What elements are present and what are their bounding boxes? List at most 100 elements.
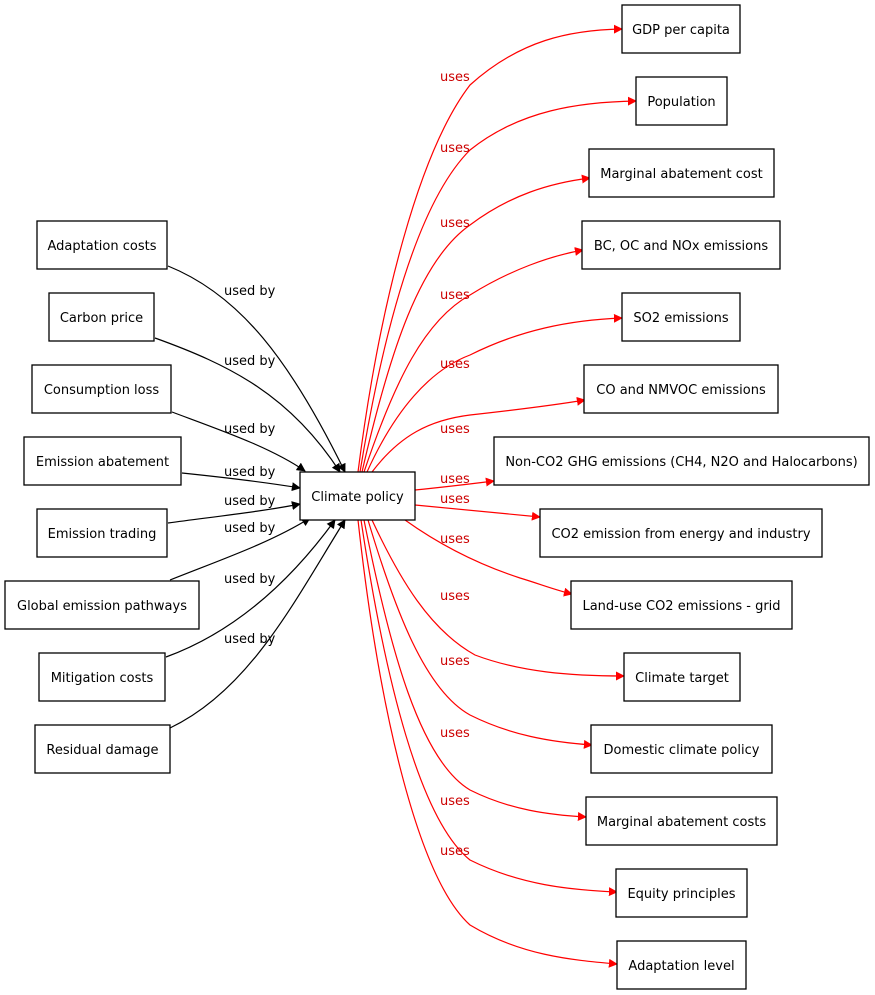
node-box (4, 580, 200, 630)
node-label: GDP per capita (632, 23, 730, 38)
node-label: BC, OC and NOx emissions (594, 239, 768, 254)
edge-label: used by (224, 521, 276, 536)
edge-so2 (366, 313, 623, 473)
edge-label: used by (224, 465, 276, 480)
node-label: Global emission pathways (17, 599, 187, 614)
node-label: Marginal abatement cost (600, 167, 763, 182)
node-label: Carbon price (60, 311, 143, 326)
edge-label: uses (440, 726, 470, 741)
node-label: SO2 emissions (633, 311, 729, 326)
node-box (539, 508, 823, 558)
node-box (635, 76, 728, 126)
edge-marginal-abatement-cost (361, 174, 591, 473)
edge-non-co2-ghg (414, 477, 495, 491)
node-climate-policy: Climate policy (299, 471, 416, 521)
edge-bc-oc-nox (363, 247, 584, 473)
node-box (585, 796, 778, 846)
edge-label: uses (440, 794, 470, 809)
edge-labels: used by used by used by used by used by used … (224, 70, 470, 859)
edge-label: used by (224, 494, 276, 509)
uses-edges (357, 24, 637, 968)
edge-label: uses (440, 70, 470, 85)
node-consumption-loss: Consumption loss (31, 364, 172, 414)
edge-label: uses (440, 844, 470, 859)
edge-adaptation-costs (167, 265, 346, 473)
edge-residual-damage (169, 519, 346, 729)
edge-equity-principles (360, 519, 618, 897)
edge-label: used by (224, 422, 276, 437)
node-adaptation-costs: Adaptation costs (36, 220, 168, 270)
node-label: Equity principles (627, 887, 735, 902)
node-label: Mitigation costs (51, 671, 154, 686)
edge-label: uses (440, 141, 470, 156)
node-box (621, 292, 741, 342)
node-label: Population (647, 95, 715, 110)
node-box (588, 148, 775, 198)
node-box (23, 436, 182, 486)
node-box (493, 436, 870, 486)
node-box (621, 4, 741, 54)
node-bc-oc-and-nox-emissions: BC, OC and NOx emissions (581, 220, 781, 270)
node-box (581, 220, 781, 270)
node-emission-abatement: Emission abatement (23, 436, 182, 486)
node-marginal-abatement-cost: Marginal abatement cost (588, 148, 775, 198)
node-box (31, 364, 172, 414)
node-climate-target: Climate target (623, 652, 741, 702)
edge-emission-abatement (181, 472, 301, 492)
node-carbon-price: Carbon price (48, 292, 155, 342)
node-box (623, 652, 741, 702)
node-label: Climate target (635, 671, 729, 686)
edge-marginal-abatement-costs (363, 519, 587, 822)
node-so2-emissions: SO2 emissions (621, 292, 741, 342)
node-adaptation-level: Adaptation level (616, 940, 747, 990)
edge-label: uses (440, 357, 470, 372)
node-label: Emission trading (48, 527, 157, 542)
edge-global-emission-pathways (169, 517, 311, 581)
edge-label: used by (224, 572, 276, 587)
node-global-emission-pathways: Global emission pathways (4, 580, 200, 630)
edge-label: used by (224, 632, 276, 647)
edge-label: uses (440, 492, 470, 507)
node-box (570, 580, 793, 630)
node-box (38, 652, 166, 702)
node-box (36, 508, 168, 558)
node-box (590, 724, 773, 774)
edge-label: uses (440, 589, 470, 604)
edge-label: used by (224, 284, 276, 299)
node-box (34, 724, 171, 774)
edge-label: uses (440, 472, 470, 487)
used-by-edges (154, 265, 346, 729)
edge-emission-trading (167, 501, 301, 524)
node-non-co2-ghg-emissions-ch4-n2o-and-halocarbons: Non-CO2 GHG emissions (CH4, N2O and Halo… (493, 436, 870, 486)
node-label: Residual damage (46, 743, 158, 758)
node-population: Population (635, 76, 728, 126)
node-box (615, 868, 748, 918)
node-label: Consumption loss (44, 383, 160, 398)
edge-adaptation-level (357, 519, 618, 968)
node-label: Adaptation level (628, 959, 734, 974)
node-box (36, 220, 168, 270)
node-marginal-abatement-costs: Marginal abatement costs (585, 796, 778, 846)
edge-label: uses (440, 654, 470, 669)
edge-gdp-per-capita (357, 24, 623, 473)
node-emission-trading: Emission trading (36, 508, 168, 558)
edge-land-use-co2 (404, 519, 573, 597)
edge-population (359, 96, 637, 473)
edge-mitigation-costs (165, 519, 336, 658)
node-label: Domestic climate policy (604, 743, 760, 758)
edge-label: uses (440, 288, 470, 303)
edge-label: used by (224, 354, 276, 369)
edge-co2-energy-industry (414, 504, 541, 521)
node-mitigation-costs: Mitigation costs (38, 652, 166, 702)
node-label: CO2 emission from energy and industry (551, 527, 810, 542)
node-label: Adaptation costs (48, 239, 157, 254)
node-land-use-co2-emissions-grid: Land-use CO2 emissions - grid (570, 580, 793, 630)
edge-domestic-climate-policy (367, 519, 593, 749)
node-box (583, 364, 779, 414)
node-label: CO and NMVOC emissions (596, 383, 766, 398)
node-gdp-per-capita: GDP per capita (621, 4, 741, 54)
edge-label: uses (440, 216, 470, 231)
node-box (48, 292, 155, 342)
edge-label: uses (440, 532, 470, 547)
